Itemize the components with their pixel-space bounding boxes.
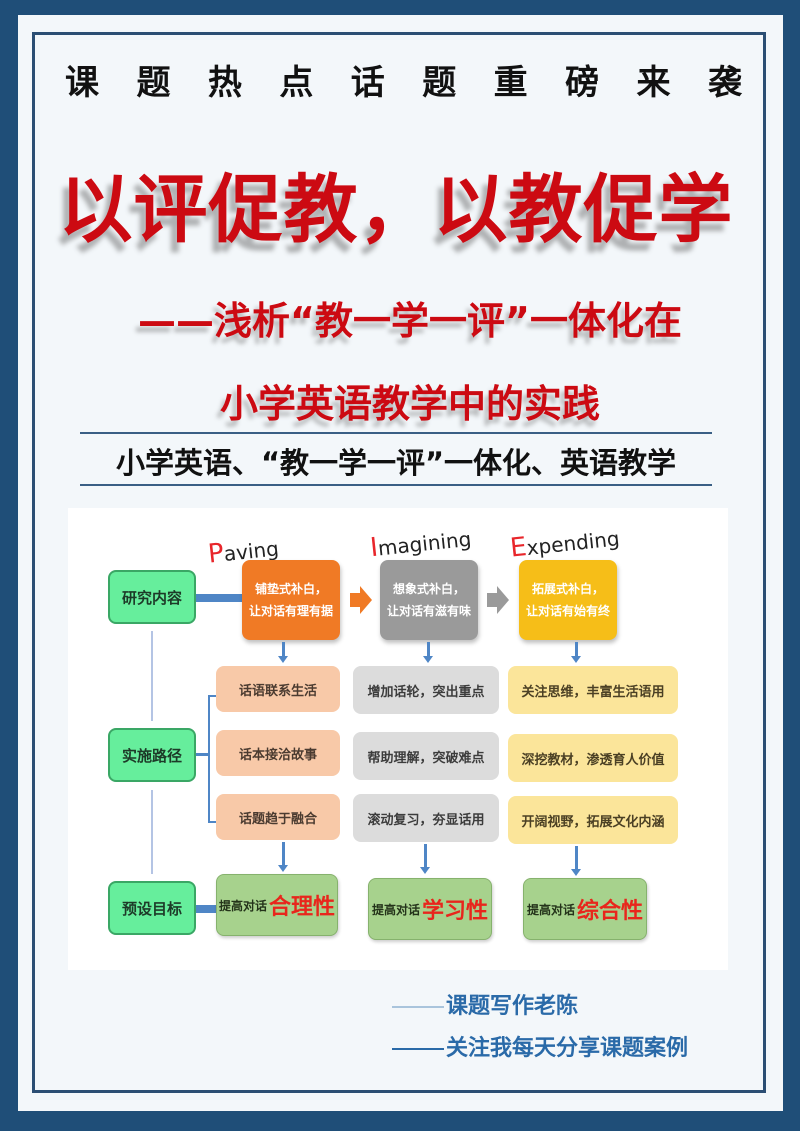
arrow-down-icon (571, 656, 581, 663)
signature-author: 课题写作老陈 (392, 988, 578, 1020)
connector-line (196, 594, 242, 602)
arrow-right-icon (350, 593, 360, 607)
main-title: 以评促教，以教促学 (58, 167, 734, 253)
divider-top (80, 432, 712, 434)
step-box: 帮助理解，突破难点 (353, 732, 499, 780)
connector-line (282, 642, 285, 656)
arrow-down-icon (278, 865, 288, 872)
stage-label-expending: Expending (508, 526, 621, 564)
goal-box: 提高对话综合性 (523, 878, 647, 940)
banner-char: 来 (636, 63, 671, 103)
banner-char: 题 (422, 63, 457, 103)
goal-box: 提高对话学习性 (368, 878, 492, 940)
connector-line (575, 642, 578, 656)
connector-line (196, 905, 216, 913)
arrow-right-icon (487, 593, 497, 607)
arrow-down-icon (278, 656, 288, 663)
step-box: 开阔视野，拓展文化内涵 (508, 796, 678, 844)
banner-char: 热 (207, 63, 242, 103)
banner-char: 袭 (707, 63, 742, 103)
connector-line (575, 846, 578, 870)
step-box: 话题趋于融合 (216, 794, 340, 840)
subtitle-line-2: 小学英语教学中的实践 (219, 382, 600, 426)
step-box: 滚动复习，夯显话用 (353, 794, 499, 842)
row-label-path: 实施路径 (108, 728, 196, 782)
banner-char: 课 (65, 63, 99, 103)
banner-char: 重 (493, 63, 528, 103)
bracket-connector (208, 695, 218, 823)
step-box: 话语联系生活 (216, 666, 340, 712)
banner-char: 话 (350, 63, 385, 103)
stage-label-imagining: Imagining (368, 526, 473, 564)
banner-char: 磅 (565, 63, 600, 103)
connector-line (282, 842, 285, 866)
stage-box-imagining: 想象式补白， 让对话有滋有味 (380, 560, 478, 640)
step-box: 话本接洽故事 (216, 730, 340, 776)
signature-follow: 关注我每天分享课题案例 (392, 1030, 688, 1062)
arrow-right-icon (497, 586, 509, 614)
banner-char: 题 (136, 63, 171, 103)
dash-line (392, 1048, 444, 1050)
row-label-research: 研究内容 (108, 570, 196, 624)
arrow-down-icon (571, 869, 581, 876)
connector-line (151, 790, 153, 874)
dash-line (392, 1006, 444, 1008)
connector-line (151, 631, 153, 721)
banner-char: 点 (279, 63, 314, 103)
arrow-down-icon (420, 867, 430, 874)
connector-line (424, 844, 427, 868)
step-box: 增加话轮，突出重点 (353, 666, 499, 714)
keywords: 小学英语、“教一学一评”一体化、英语教学 (115, 446, 677, 480)
arrow-down-icon (423, 656, 433, 663)
goal-box: 提高对话合理性 (216, 874, 338, 936)
connector-line (196, 753, 208, 756)
arrow-right-icon (360, 586, 372, 614)
row-label-goal: 预设目标 (108, 881, 196, 935)
banner-headline: 课 题 热 点 话 题 重 磅 来 袭 (40, 55, 760, 104)
step-box: 关注思维，丰富生活语用 (508, 666, 678, 714)
connector-line (427, 642, 430, 656)
step-box: 深挖教材，渗透育人价值 (508, 734, 678, 782)
subtitle-line-1: ——浅析“教一学一评”一体化在 (138, 299, 682, 343)
stage-box-expending: 拓展式补白， 让对话有始有终 (519, 560, 617, 640)
stage-box-paving: 铺垫式补白， 让对话有理有据 (242, 560, 340, 640)
divider-bottom (80, 484, 712, 486)
framework-diagram: 研究内容 实施路径 预设目标 Paving Imagining Expendin… (68, 508, 728, 970)
inner-frame (32, 32, 766, 1093)
